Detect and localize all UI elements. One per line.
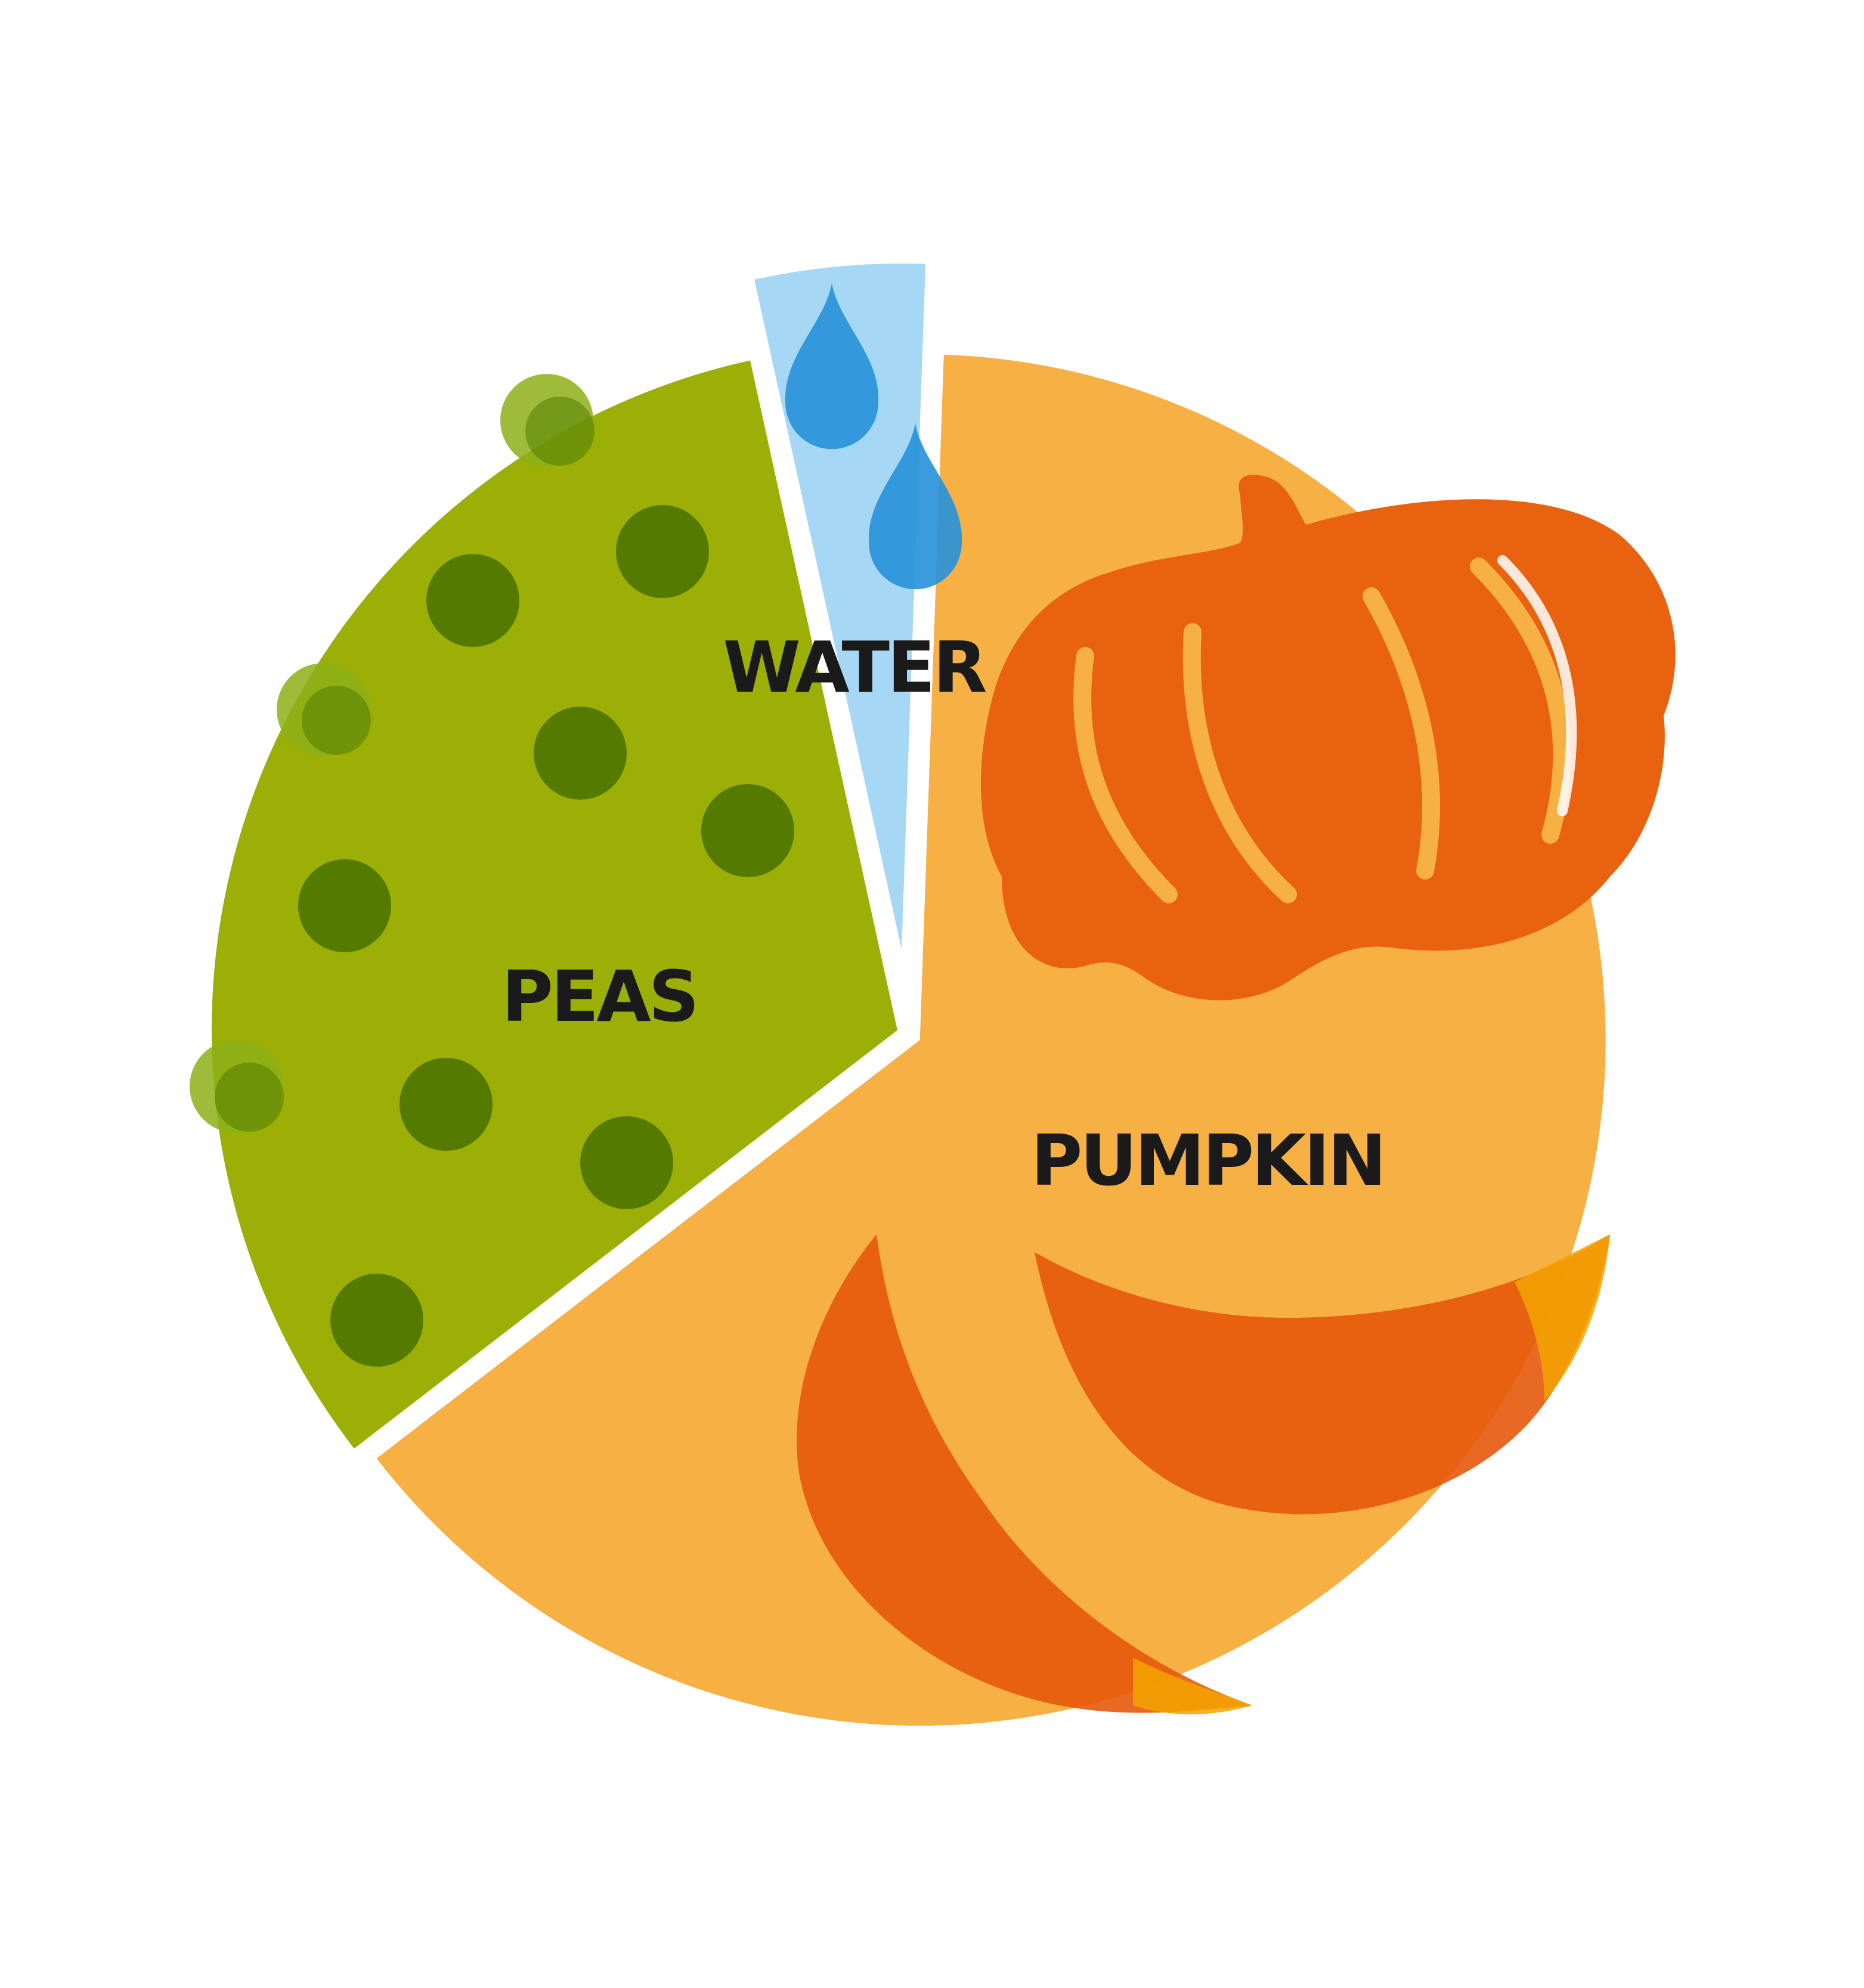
water-drop-icon xyxy=(785,283,879,450)
slice-labels: PUMPKIN PEAS WATER xyxy=(501,626,1386,1202)
pumpkin-shine-icon xyxy=(1497,555,1577,816)
slice-label-pumpkin: PUMPKIN xyxy=(1031,1119,1384,1202)
pumpkin-rib-icon xyxy=(1363,587,1440,880)
pie-slice-peas xyxy=(211,360,897,1449)
pumpkin-wedge-tip-icon xyxy=(1515,1234,1610,1401)
pea-icon xyxy=(534,707,627,800)
pea-icon xyxy=(426,554,519,647)
pea-icon xyxy=(400,1058,493,1151)
pumpkin-wedge-icon xyxy=(1035,1234,1610,1515)
pea-icon xyxy=(330,1274,423,1367)
pea-shadow-icon xyxy=(215,1063,284,1132)
pea-icon xyxy=(580,1116,673,1209)
slice-label-peas: PEAS xyxy=(501,955,696,1038)
water-drop-icon xyxy=(868,423,962,590)
pie-slice-water xyxy=(754,263,926,949)
pumpkin-rib-icon xyxy=(1470,558,1571,844)
pea-shadow-icon xyxy=(302,686,371,755)
pumpkin-wedge-tip-icon xyxy=(1133,1658,1252,1714)
pea-shadow-icon xyxy=(525,397,595,466)
pea-icon xyxy=(616,505,709,598)
pumpkin-rib-icon xyxy=(1182,623,1297,903)
pea-icon xyxy=(298,859,391,952)
decorations xyxy=(190,283,1676,1714)
slice-label-water: WATER xyxy=(723,626,986,708)
pumpkin-wedge-icon xyxy=(797,1234,1252,1713)
pea-icon xyxy=(701,784,794,877)
pumpkin-rib-icon xyxy=(1073,647,1178,903)
